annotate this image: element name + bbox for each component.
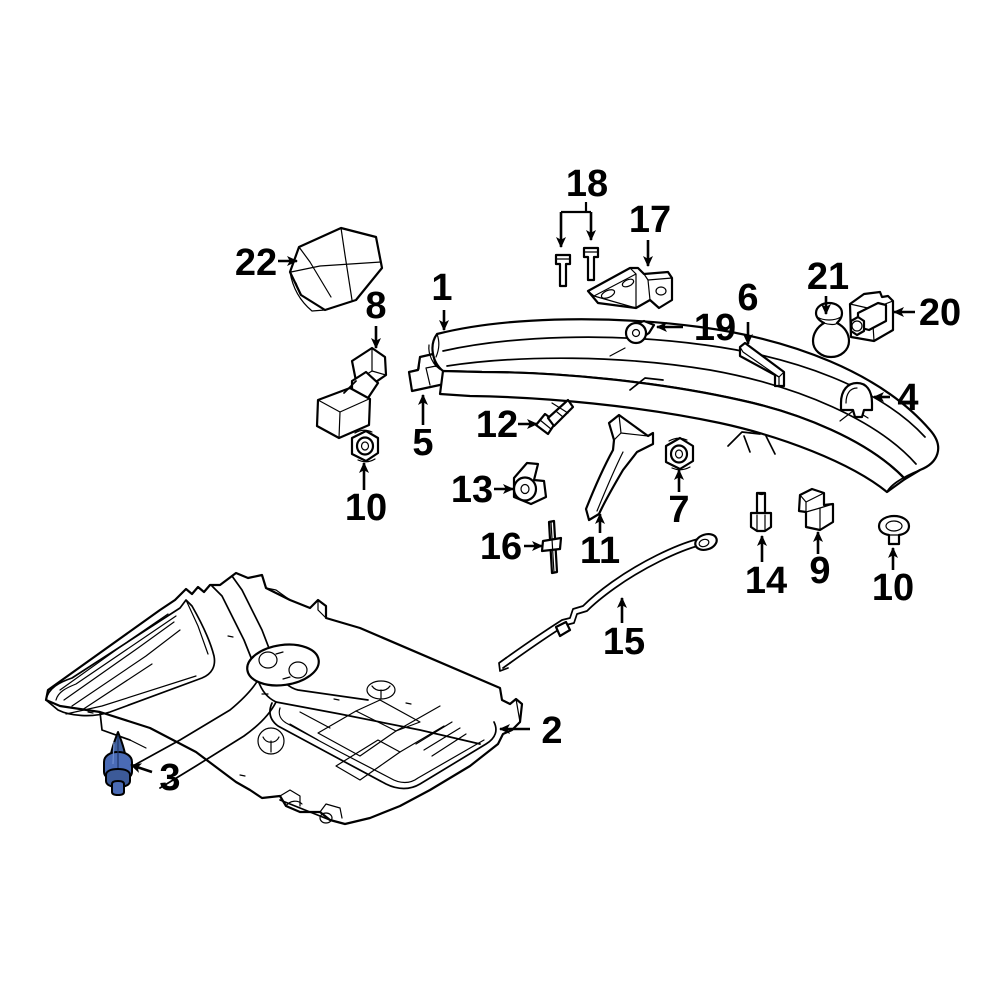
- callout-label-22: 22: [235, 242, 277, 284]
- part-2-deck-lid-trim-panel: [44, 571, 524, 826]
- callout-label-3: 3: [159, 757, 180, 799]
- leader-18: [556, 202, 596, 248]
- part-18-bolt-pair: [554, 246, 600, 288]
- callout-label-4: 4: [897, 377, 918, 419]
- callout-label-15: 15: [603, 621, 645, 663]
- part-15-actuator-rod: [498, 532, 718, 672]
- callout-label-19: 19: [694, 307, 736, 349]
- part-10-right-flange-nut: [877, 514, 911, 546]
- callout-label-13: 13: [451, 469, 493, 511]
- callout-label-18: 18: [566, 163, 608, 205]
- part-20-control-module: [848, 290, 895, 343]
- callout-label-1: 1: [431, 267, 452, 309]
- part-14-hex-head-bolt: [749, 491, 773, 533]
- callout-label-21: 21: [807, 256, 849, 298]
- callout-label-14: 14: [745, 560, 787, 602]
- callout-label-2: 2: [541, 710, 562, 752]
- part-19-grommet-washer: [624, 319, 656, 345]
- part-13-pivot-bushing: [512, 461, 548, 506]
- callout-label-11: 11: [580, 530, 620, 572]
- callout-label-10-right: 10: [872, 567, 914, 609]
- callout-label-16: 16: [480, 526, 522, 568]
- part-7-hex-nut: [664, 436, 695, 471]
- part-8-hinge-arm-bracket: [315, 346, 388, 440]
- part-4-end-cap: [839, 381, 874, 419]
- part-22-pad-insulator: [288, 226, 384, 312]
- part-9-corner-bracket: [797, 487, 835, 532]
- part-11-support-arm: [584, 413, 655, 522]
- callout-label-10-left: 10: [345, 487, 387, 529]
- callout-label-6: 6: [737, 277, 758, 319]
- callout-label-5: 5: [412, 422, 433, 464]
- callout-label-17: 17: [629, 199, 671, 241]
- part-10-left-hex-flange-nut: [350, 429, 380, 463]
- part-21-bulb: [811, 301, 851, 359]
- callout-label-20: 20: [919, 292, 961, 334]
- callout-label-12: 12: [476, 404, 518, 446]
- callout-label-8: 8: [365, 285, 386, 327]
- leader-3: [130, 763, 153, 774]
- part-12-stud-bolt: [534, 398, 575, 436]
- callout-label-7: 7: [668, 489, 689, 531]
- part-3-push-pin-retainer-clip: [103, 731, 133, 796]
- part-17-mounting-hinge: [586, 266, 674, 310]
- part-6-link-rod: [738, 341, 786, 388]
- part-16-screw-pin: [540, 519, 563, 575]
- callout-label-9: 9: [809, 550, 830, 592]
